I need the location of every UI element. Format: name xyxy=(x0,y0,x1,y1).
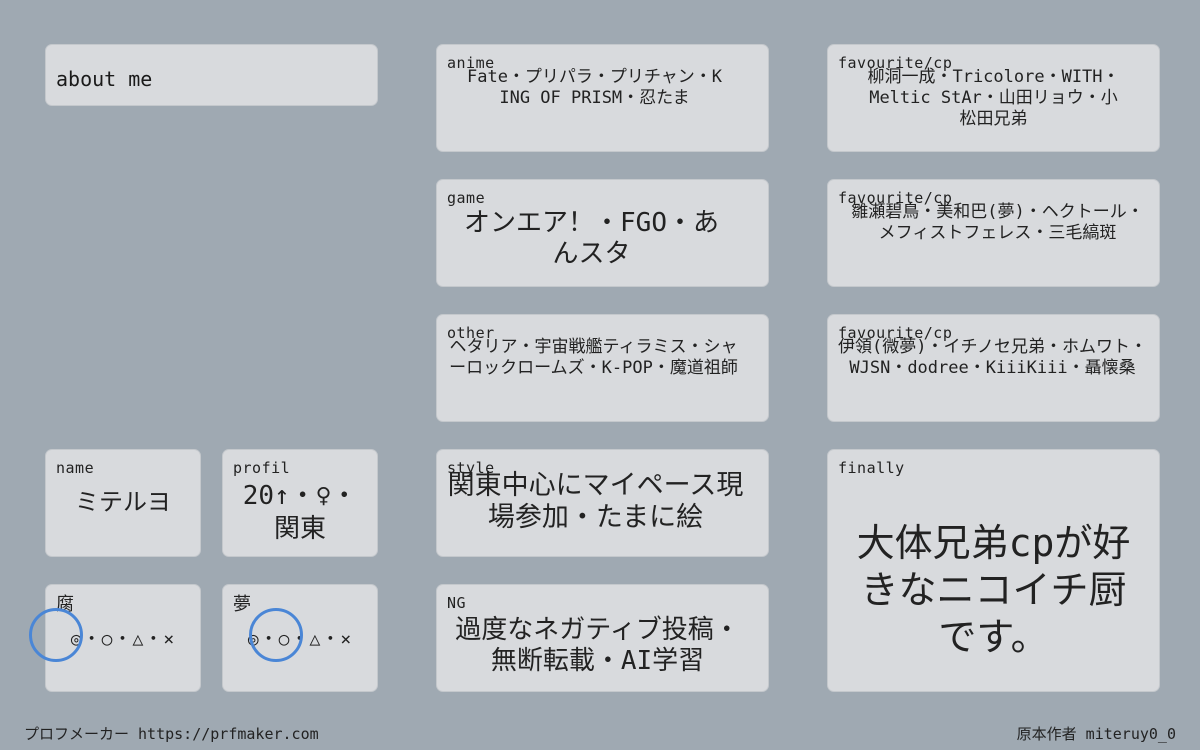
about-me-title: about me xyxy=(56,67,153,91)
profil-value: 20↑・♀・関東 xyxy=(242,481,358,544)
yume-label: 夢 xyxy=(233,594,252,615)
favourite-cp-label-1: favourite/cp xyxy=(838,54,953,72)
other-label: other xyxy=(447,324,495,342)
finally-card: finally 大体兄弟cpが好きなニコイチ厨です。 xyxy=(827,449,1160,692)
favourite-cp-card-2: favourite/cp 雛瀬碧鳥・美和巴(夢)・ヘクトール・メフィストフェレス… xyxy=(827,179,1160,287)
profil-card: profil 20↑・♀・関東 xyxy=(222,449,378,557)
game-card: game オンエア！・FGO・あんスタ xyxy=(436,179,769,287)
style-text: 関東中心にマイペース現場参加・たまに絵 xyxy=(447,470,744,533)
profil-label: profil xyxy=(233,459,291,477)
game-label: game xyxy=(447,189,486,207)
about-me-card: about me xyxy=(45,44,378,106)
ng-label: NG xyxy=(447,594,467,612)
anime-label: anime xyxy=(447,54,495,72)
yume-selected-circle xyxy=(249,608,303,662)
other-text: ヘタリア・宇宙戦艦ティラミス・シャーロックロームズ・K-POP・魔道祖師 xyxy=(449,337,738,378)
footer-credit-left: プロフメーカー https://prfmaker.com xyxy=(24,725,319,743)
favourite-cp-label-2: favourite/cp xyxy=(838,189,953,207)
name-value: ミテルヨ xyxy=(75,488,171,516)
fu-selected-circle xyxy=(29,608,83,662)
anime-text: Fate・プリパラ・プリチャン・KING OF PRISM・忍たま xyxy=(466,67,722,108)
style-label: style xyxy=(447,459,495,477)
name-card: name ミテルヨ xyxy=(45,449,201,557)
anime-card: anime Fate・プリパラ・プリチャン・KING OF PRISM・忍たま xyxy=(436,44,769,152)
footer-credit-right: 原本作者 miteruy0_0 xyxy=(1016,725,1176,743)
finally-label: finally xyxy=(838,459,905,477)
favourite-cp-text-3: 伊領(微夢)・イチノセ兄弟・ホムワト・WJSN・dodree・KiiiKiii・… xyxy=(838,337,1147,378)
style-card: style 関東中心にマイペース現場参加・たまに絵 xyxy=(436,449,769,557)
fu-rating: ◎・○・△・× xyxy=(70,629,176,650)
name-label: name xyxy=(56,459,95,477)
favourite-cp-card-3: favourite/cp 伊領(微夢)・イチノセ兄弟・ホムワト・WJSN・dod… xyxy=(827,314,1160,422)
ng-card: NG 過度なネガティブ投稿・無断転載・AI学習 xyxy=(436,584,769,692)
finally-text: 大体兄弟cpが好きなニコイチ厨です。 xyxy=(856,521,1131,659)
fu-card: 腐 ◎・○・△・× xyxy=(45,584,201,692)
game-text: オンエア！・FGO・あんスタ xyxy=(464,208,719,269)
favourite-cp-text-1: 柳洞一成・Tricolore・WITH・Meltic StAr・山田リョウ・小松… xyxy=(867,67,1120,129)
favourite-cp-card-1: favourite/cp 柳洞一成・Tricolore・WITH・Meltic … xyxy=(827,44,1160,152)
favourite-cp-label-3: favourite/cp xyxy=(838,324,953,342)
favourite-cp-text-2: 雛瀬碧鳥・美和巴(夢)・ヘクトール・メフィストフェレス・三毛縞斑 xyxy=(851,202,1144,243)
other-card: other ヘタリア・宇宙戦艦ティラミス・シャーロックロームズ・K-POP・魔道… xyxy=(436,314,769,422)
ng-text: 過度なネガティブ投稿・無断転載・AI学習 xyxy=(455,615,740,676)
